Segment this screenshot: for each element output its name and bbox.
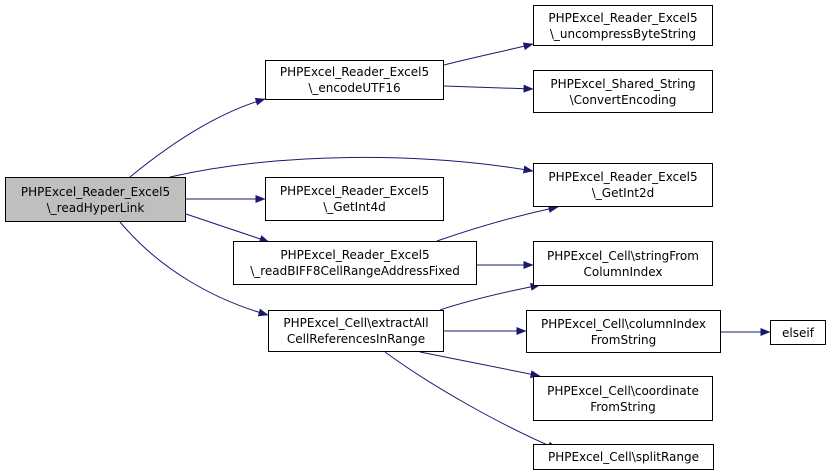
node-label-line: PHPExcel_Reader_Excel5 [20,184,171,199]
node-label-line: FromString [590,332,657,347]
node-label-line: PHPExcel_Cell\extractAll [283,316,429,330]
edge-readHyperLink-to-encodeUTF16 [129,97,266,178]
node-label-line: PHPExcel_Reader_Excel5 [280,248,430,262]
edge-extractAllCellReferencesInRange-to-coordinateFromString [419,351,541,379]
node-encode-utf16[interactable]: PHPExcel_Reader_Excel5 \_encodeUTF16 [265,60,444,100]
node-label-line: PHPExcel_Shared_String [550,76,696,91]
node-label-line: elseif [782,325,814,340]
node-label-line: PHPExcel_Reader_Excel5 [279,184,430,198]
node-get-int4d[interactable]: PHPExcel_Reader_Excel5 \_GetInt4d [265,177,444,221]
node-label-line: \_uncompressByteString [549,26,697,41]
edge-extractAllCellReferencesInRange-to-stringFromColumnIndex [439,282,541,311]
node-label-line: \_readHyperLink [46,200,145,215]
node-split-range[interactable]: PHPExcel_Cell\splitRange [533,444,714,470]
node-label-line: PHPExcel_Reader_Excel5 [548,10,698,25]
node-label-line: PHPExcel_Cell\stringFrom [547,248,699,263]
node-label-line: PHPExcel_Reader_Excel5 [548,170,698,184]
node-elseif[interactable]: elseif [770,320,826,345]
node-coordinate-from-string[interactable]: PHPExcel_Cell\coordinate FromString [533,376,713,421]
node-label-line: PHPExcel_Reader_Excel5 [279,65,430,79]
node-label-line: PHPExcel_Cell\columnIndex [541,316,706,331]
edge-readHyperLink-to-getInt2d [169,156,534,178]
node-get-int2d[interactable]: PHPExcel_Reader_Excel5 \_GetInt2d [533,163,713,207]
node-read-biff8-cell-range-address-fixed[interactable]: PHPExcel_Reader_Excel5 \_readBIFF8CellRa… [233,241,477,285]
node-uncompress-byte-string[interactable]: PHPExcel_Reader_Excel5 \_uncompressByteS… [533,5,713,46]
node-label-line: \ConvertEncoding [569,92,677,107]
edge-readBIFF8CellRangeAddressFixed-to-getInt2d [436,205,559,242]
edge-encodeUTF16-to-convertEncoding [443,84,534,93]
edge-readHyperLink-to-readBIFF8CellRangeAddressFixed [185,213,270,243]
node-read-hyper-link: PHPExcel_Reader_Excel5 \_readHyperLink [5,177,186,222]
edge-extractAllCellReferencesInRange-to-splitRange [384,351,558,450]
edge-encodeUTF16-to-uncompressByteString [443,42,534,66]
node-label-line: FromString [590,399,656,414]
node-label-line: ColumnIndex [583,264,663,279]
node-column-index-from-string[interactable]: PHPExcel_Cell\columnIndex FromString [526,310,721,353]
node-label-line: PHPExcel_Cell\splitRange [547,450,700,464]
node-label-line: \_GetInt2d [591,186,655,200]
node-string-from-column-index[interactable]: PHPExcel_Cell\stringFrom ColumnIndex [533,241,713,286]
node-extract-all-cell-references-in-range[interactable]: PHPExcel_Cell\extractAll CellReferencesI… [268,310,444,352]
node-label-line: \_encodeUTF16 [308,81,401,95]
node-label-line: \_GetInt4d [323,200,386,214]
edge-readHyperLink-to-extractAllCellReferencesInRange [119,221,269,317]
node-convert-encoding[interactable]: PHPExcel_Shared_String \ConvertEncoding [533,70,713,113]
node-label-line: CellReferencesInRange [286,332,426,346]
node-label-line: PHPExcel_Cell\coordinate [547,383,699,398]
node-label-line: \_readBIFF8CellRangeAddressFixed [250,264,460,278]
